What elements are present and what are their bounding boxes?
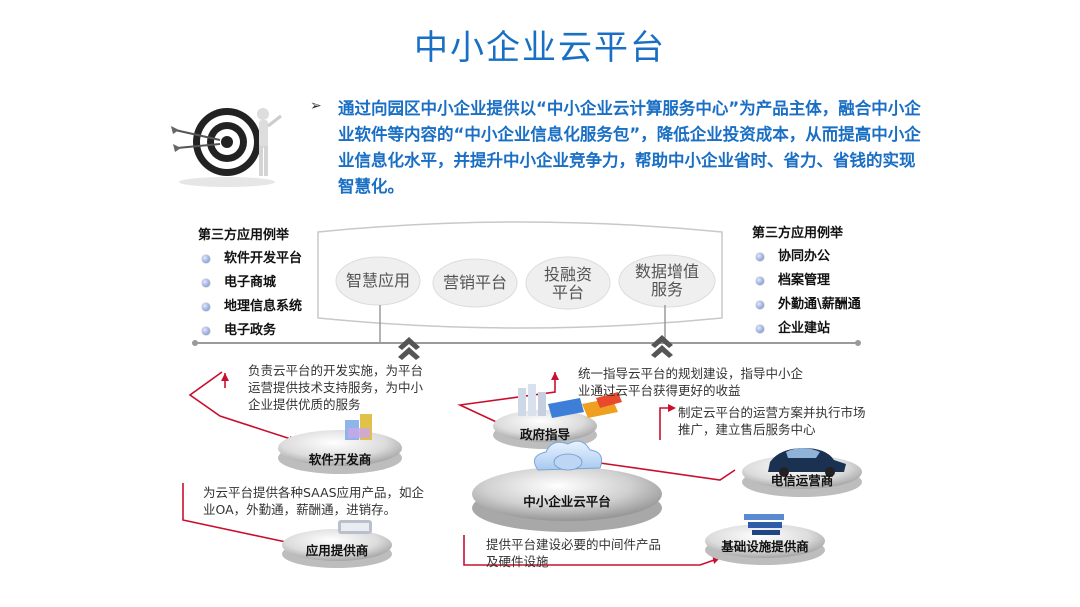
car-icon bbox=[768, 448, 846, 477]
app-icon bbox=[338, 520, 372, 534]
target-icon bbox=[171, 108, 282, 187]
app-smart-label: 智慧应用 bbox=[345, 271, 410, 290]
note-infra: 提供平台建设必要的中间件产品 及硬件设施 bbox=[486, 537, 662, 569]
bullet-icon bbox=[202, 279, 210, 287]
participant-center: 中小企业云平台 bbox=[523, 494, 611, 509]
chevron-up-icon bbox=[398, 337, 420, 360]
bullet-icon bbox=[756, 253, 764, 261]
note-software-dev: 负责云平台的开发实施，为平台 运营提供技术支持服务，为中小 企业提供优质的服务 bbox=[248, 363, 424, 412]
bullet-icon bbox=[756, 277, 764, 285]
arrow-bullet-icon: ➢ bbox=[310, 98, 322, 114]
list-item: 软件开发平台 bbox=[198, 247, 328, 271]
intro-text: 通过向园区中小企业提供以“中小企业云计算服务中心”为产品主体，融合中小企业软件等… bbox=[338, 99, 921, 196]
participant-government: 政府指导 bbox=[519, 427, 570, 442]
building-chart-icon bbox=[518, 384, 622, 418]
participant-software-dev: 软件开发商 bbox=[308, 452, 372, 467]
list-item: 企业建站 bbox=[752, 317, 892, 341]
list-item: 地理信息系统 bbox=[198, 295, 328, 319]
app-data-label: 数据增值 服务 bbox=[634, 262, 699, 299]
cloud-brain-icon bbox=[533, 440, 603, 471]
left-app-list: 第三方应用例举 软件开发平台 电子商城 地理信息系统 电子政务 bbox=[198, 224, 328, 343]
right-app-list: 第三方应用例举 协同办公 档案管理 外勤通\薪酬通 企业建站 bbox=[752, 222, 892, 341]
left-list-title: 第三方应用例举 bbox=[198, 228, 290, 243]
participant-infra: 基础设施提供商 bbox=[721, 539, 809, 554]
list-item: 协同办公 bbox=[752, 245, 892, 269]
right-list-title: 第三方应用例举 bbox=[752, 226, 844, 241]
note-telecom: 制定云平台的运营方案并执行市场 推广，建立售后服务中心 bbox=[678, 405, 866, 437]
list-item: 电子政务 bbox=[198, 319, 328, 343]
page-title: 中小企业云平台 bbox=[414, 28, 666, 68]
bullet-icon bbox=[202, 303, 210, 311]
participant-telecom: 电信运营商 bbox=[770, 473, 834, 488]
server-icon bbox=[744, 514, 784, 535]
app-investment-label: 投融资 平台 bbox=[543, 265, 592, 302]
bullet-icon bbox=[202, 255, 210, 263]
note-government: 统一指导云平台的规划建设，指导中小企 业通过云平台获得更好的收益 bbox=[578, 366, 804, 398]
list-item: 外勤通\薪酬通 bbox=[752, 293, 892, 317]
list-item: 电子商城 bbox=[198, 271, 328, 295]
note-app-provider: 为云平台提供各种SAAS应用产品，如企 业OA，外勤通，薪酬通，进销存。 bbox=[203, 485, 425, 517]
bullet-icon bbox=[756, 325, 764, 333]
bar-chart-icon bbox=[345, 414, 372, 440]
bullet-icon bbox=[202, 327, 210, 335]
chevron-up-icon bbox=[651, 335, 673, 358]
bullet-icon bbox=[756, 301, 764, 309]
app-marketing-label: 营销平台 bbox=[442, 273, 507, 292]
participant-app-provider: 应用提供商 bbox=[305, 543, 369, 558]
list-item: 档案管理 bbox=[752, 269, 892, 293]
